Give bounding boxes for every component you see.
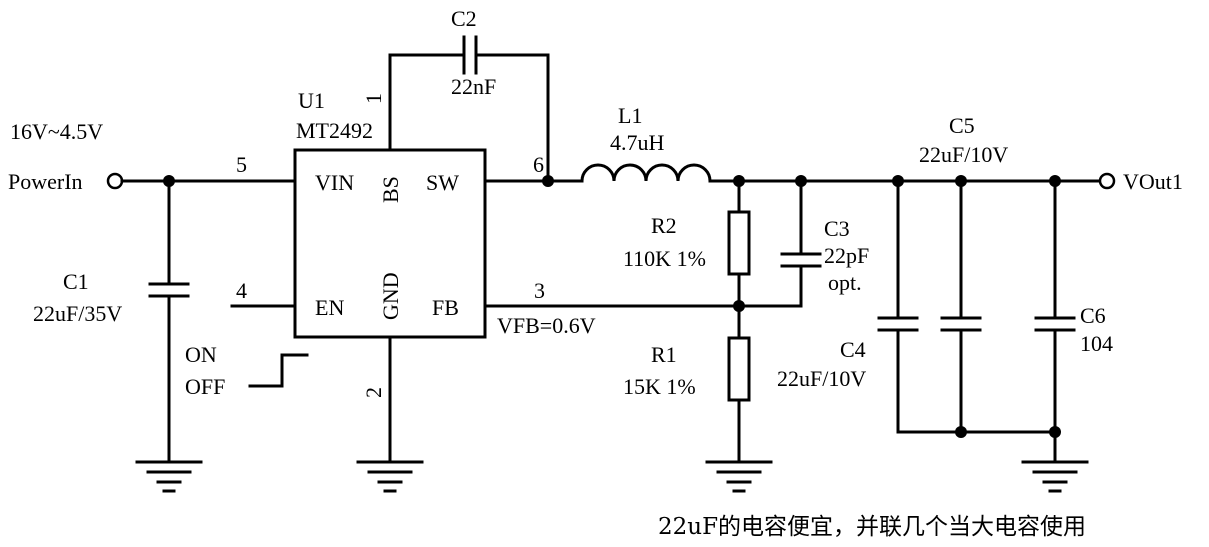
ic-part-number: MT2492 bbox=[296, 118, 373, 143]
ground-symbol-r1 bbox=[705, 460, 773, 493]
gnd-pin-number: 2 bbox=[361, 387, 386, 398]
ic-pin-gnd: GND bbox=[378, 272, 403, 320]
c6-ref: C6 bbox=[1080, 303, 1106, 328]
power-in-label: PowerIn bbox=[8, 169, 83, 194]
c6-bottom-junction bbox=[1049, 426, 1061, 438]
r2-value: 110K 1% bbox=[623, 246, 706, 271]
c3-value: 22pF bbox=[824, 243, 869, 268]
l1-ref: L1 bbox=[618, 103, 642, 128]
c2-to-sw-wire bbox=[474, 53, 550, 183]
c5-bottom-junction bbox=[955, 426, 967, 438]
bs-wire bbox=[388, 53, 466, 152]
sw-pin-number: 6 bbox=[533, 152, 544, 177]
power-in-terminal bbox=[106, 172, 124, 190]
ground-symbol-ic bbox=[356, 460, 424, 493]
r1-value: 15K 1% bbox=[623, 374, 696, 399]
bs-pin-number: 1 bbox=[361, 93, 386, 104]
c4-ref: C4 bbox=[840, 337, 866, 362]
r1-resistor bbox=[727, 304, 751, 464]
switch-on-label: ON bbox=[185, 342, 217, 367]
c5-capacitor bbox=[940, 179, 982, 434]
switch-off-label: OFF bbox=[185, 374, 225, 399]
l1-value: 4.7uH bbox=[610, 130, 665, 155]
ground-symbol-c1 bbox=[135, 460, 203, 493]
c1-value: 22uF/35V bbox=[33, 301, 122, 326]
c2-value: 22nF bbox=[451, 74, 496, 99]
c6-value: 104 bbox=[1080, 331, 1113, 356]
r1-ref: R1 bbox=[651, 342, 677, 367]
en-pin-number: 4 bbox=[236, 278, 247, 303]
l1-inductor bbox=[580, 163, 712, 183]
c2-capacitor bbox=[462, 35, 478, 75]
ic-pin-vin: VIN bbox=[315, 170, 354, 195]
c4-capacitor bbox=[877, 179, 919, 434]
r2-ref: R2 bbox=[651, 213, 677, 238]
c1-ref: C1 bbox=[63, 269, 89, 294]
c3-capacitor bbox=[737, 179, 822, 308]
c1-capacitor bbox=[148, 179, 190, 464]
c3-note: opt. bbox=[828, 270, 862, 295]
vin-pin-number: 5 bbox=[236, 152, 247, 177]
ic-pin-fb: FB bbox=[432, 295, 459, 320]
vout-label: VOut1 bbox=[1123, 169, 1183, 194]
ground-symbol-output bbox=[1021, 460, 1089, 493]
c3-ref: C3 bbox=[824, 216, 850, 241]
vout-terminal bbox=[1098, 172, 1116, 190]
on-off-step-symbol bbox=[248, 353, 309, 388]
fb-pin-number: 3 bbox=[534, 278, 545, 303]
ic-pin-en: EN bbox=[315, 295, 344, 320]
c4-value: 22uF/10V bbox=[777, 366, 866, 391]
capacitor-note: 22uF的电容便宜，并联几个当大电容使用 bbox=[658, 514, 1086, 540]
c5-value: 22uF/10V bbox=[919, 142, 1008, 167]
ic-pin-bs: BS bbox=[378, 176, 403, 203]
r2-resistor bbox=[727, 179, 751, 308]
input-voltage-label: 16V~4.5V bbox=[10, 119, 103, 144]
c5-ref: C5 bbox=[949, 113, 975, 138]
ic-pin-sw: SW bbox=[426, 170, 459, 195]
ic-u1-body bbox=[293, 148, 487, 339]
ic-designator: U1 bbox=[298, 88, 325, 113]
vfb-label: VFB=0.6V bbox=[497, 313, 596, 338]
c2-ref: C2 bbox=[451, 6, 477, 31]
sw-junction bbox=[542, 175, 554, 187]
c6-capacitor bbox=[1034, 179, 1076, 464]
